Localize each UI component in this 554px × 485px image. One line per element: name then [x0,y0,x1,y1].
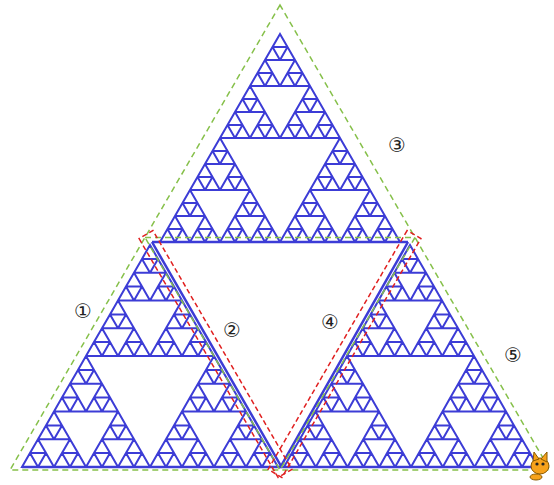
callout-number: ③ [387,134,407,156]
red-dashed-box [139,231,292,478]
scratch-cat-icon [530,452,549,480]
callout-number: ⑤ [503,344,523,366]
medial-triangle [145,238,415,471]
sierpinski-lines [22,34,538,467]
sierpinski-path [22,34,538,467]
callout-number: ② [222,319,242,341]
callout-number: ① [73,300,93,322]
outer-triangle [10,5,550,470]
base-line [22,466,545,469]
red-dashed-boxes [139,231,421,478]
red-dashed-box [268,231,421,478]
callout-number: ④ [320,311,340,333]
middle-slant-lines [152,242,408,466]
green-dashed-triangles [10,5,550,470]
middle-top-line [152,241,408,244]
